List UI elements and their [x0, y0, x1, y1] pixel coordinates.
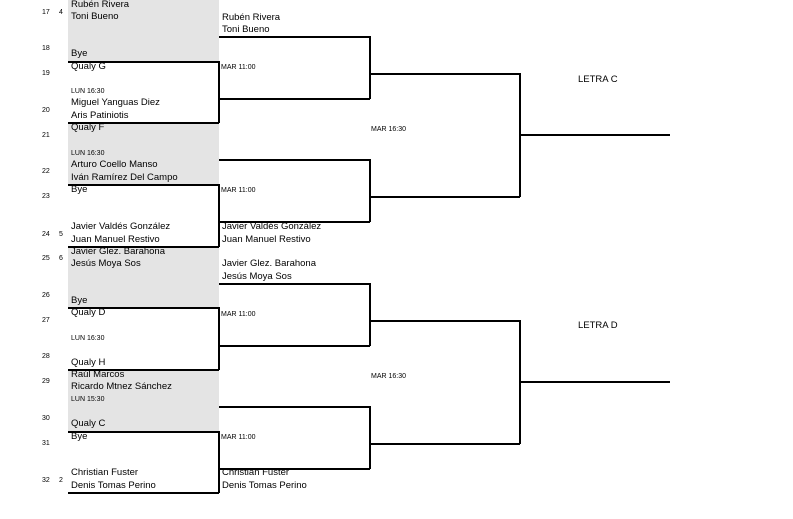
row-number: 19 [42, 70, 50, 77]
player-name: Denis Tomas Perino [71, 480, 156, 491]
bracket-line [68, 492, 219, 494]
player-name: Javier Valdés González [71, 221, 171, 232]
player-name: Christian Fuster [222, 467, 290, 478]
shade-box [68, 370, 219, 431]
bracket-line [369, 159, 371, 222]
match-time: MAR 11:00 [221, 64, 256, 71]
bracket-line [370, 320, 520, 322]
bracket-line [219, 345, 370, 347]
row-number: 28 [42, 353, 50, 360]
row-number: 21 [42, 132, 50, 139]
player-name: Iván Ramírez Del Campo [71, 172, 178, 183]
bracket-line [218, 307, 220, 370]
bracket-line [369, 283, 371, 346]
player-name: Juan Manuel Restivo [222, 234, 311, 245]
match-time: MAR 11:00 [221, 187, 256, 194]
shade-box [68, 246, 219, 308]
bracket-line [519, 73, 521, 197]
bracket-line [520, 381, 670, 383]
seed-number: 6 [59, 255, 63, 262]
match-time: LUN 16:30 [71, 335, 105, 342]
row-number: 24 [42, 231, 50, 238]
player-name: Christian Fuster [71, 467, 139, 478]
bracket-line [370, 73, 520, 75]
player-name: Bye [71, 295, 88, 306]
shade-box [68, 123, 219, 185]
bracket-line [370, 443, 520, 445]
bracket-line [68, 122, 219, 124]
final-label: LETRA D [578, 320, 618, 331]
bracket-line [68, 246, 219, 248]
bracket-line [68, 184, 219, 186]
bracket-line [68, 61, 219, 63]
player-name: Arturo Coello Manso [71, 159, 158, 170]
row-number: 25 [42, 255, 50, 262]
bracket-line [370, 196, 520, 198]
player-name: Bye [71, 184, 88, 195]
row-number: 18 [42, 45, 50, 52]
row-number: 27 [42, 317, 50, 324]
bracket-line [219, 468, 370, 470]
shade-box [68, 0, 219, 62]
match-time: LUN 15:30 [71, 396, 105, 403]
player-name: Qualy D [71, 307, 106, 318]
bracket-line [219, 221, 370, 223]
row-number: 30 [42, 415, 50, 422]
row-number: 20 [42, 107, 50, 114]
bracket-line [68, 431, 219, 433]
player-name: Qualy H [71, 357, 106, 368]
player-name: Javier Glez. Barahona [222, 258, 316, 269]
seed-number: 2 [59, 477, 63, 484]
match-time: MAR 16:30 [371, 126, 407, 133]
bracket-line [68, 369, 219, 371]
row-number: 22 [42, 168, 50, 175]
seed-number: 4 [59, 9, 63, 16]
row-number: 26 [42, 292, 50, 299]
match-time: MAR 11:00 [221, 434, 256, 441]
player-name: Bye [71, 431, 88, 442]
row-number: 31 [42, 440, 50, 447]
match-time: LUN 16:30 [71, 150, 105, 157]
player-name: Juan Manuel Restivo [71, 234, 160, 245]
bracket-line [218, 184, 220, 247]
player-name: Jesús Moya Sos [71, 258, 141, 269]
player-name: Bye [71, 48, 88, 59]
player-name: Jesús Moya Sos [222, 271, 292, 282]
player-name: Toni Bueno [222, 24, 270, 35]
player-name: Javier Valdés González [222, 221, 322, 232]
bracket-line [520, 134, 670, 136]
bracket-line [219, 36, 370, 38]
player-name: Qualy G [71, 61, 106, 72]
bracket-line [219, 283, 370, 285]
bracket-line [219, 406, 370, 408]
player-name: Ricardo Mtnez Sánchez [71, 381, 172, 392]
row-number: 23 [42, 193, 50, 200]
row-number: 17 [42, 9, 50, 16]
player-name: Denis Tomas Perino [222, 480, 307, 491]
bracket-line [218, 431, 220, 493]
row-number: 29 [42, 378, 50, 385]
seed-number: 5 [59, 231, 63, 238]
match-time: LUN 16:30 [71, 88, 105, 95]
final-label: LETRA C [578, 74, 618, 85]
row-number: 32 [42, 477, 50, 484]
player-name: Rubén Rivera [222, 12, 281, 23]
player-name: Toni Bueno [71, 11, 119, 22]
player-name: Javier Glez. Barahona [71, 246, 165, 257]
bracket-line [369, 406, 371, 469]
match-time: MAR 16:30 [371, 373, 407, 380]
player-name: Rubén Rivera [71, 0, 130, 10]
player-name: Qualy C [71, 418, 106, 429]
bracket-line [219, 159, 370, 161]
bracket-line [218, 61, 220, 123]
player-name: Qualy F [71, 122, 105, 133]
bracket-line [68, 307, 219, 309]
bracket-line [219, 98, 370, 100]
player-name: Miguel Yanguas Diez [71, 97, 160, 108]
player-name: Raúl Marcos [71, 369, 125, 380]
bracket-line [369, 36, 371, 99]
bracket-line [519, 320, 521, 444]
match-time: MAR 11:00 [221, 311, 256, 318]
player-name: Aris Patiniotis [71, 110, 129, 121]
